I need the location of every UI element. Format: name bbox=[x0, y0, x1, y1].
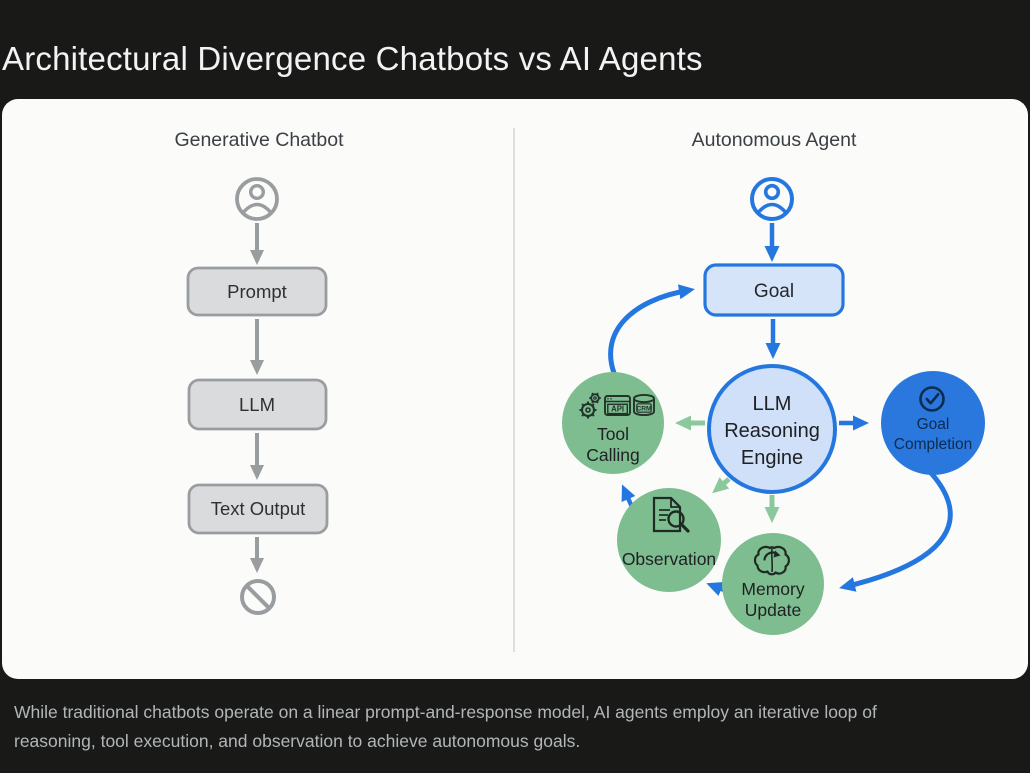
arrow-engine-to-observation bbox=[712, 477, 731, 494]
document-search-icon bbox=[652, 496, 690, 533]
slide-caption: While traditional chatbots operate on a … bbox=[14, 698, 1014, 756]
llm-node: LLM bbox=[187, 378, 328, 431]
goal-completion-label-line1: Goal bbox=[917, 416, 950, 433]
api-label: API bbox=[611, 405, 624, 414]
engine-label-line3: Engine bbox=[741, 447, 803, 469]
goal-label: Goal bbox=[754, 281, 794, 302]
text-output-label: Text Output bbox=[211, 498, 306, 519]
no-entry-icon bbox=[240, 579, 276, 615]
person-icon bbox=[750, 177, 794, 221]
crm-label: CRM bbox=[636, 405, 652, 412]
gears-icon bbox=[579, 392, 601, 419]
tool-calling-label-line1: Tool bbox=[597, 424, 629, 444]
goal-completion-label-line2: Completion bbox=[894, 436, 972, 453]
engine-label-line2: Reasoning bbox=[724, 420, 820, 442]
tool-calling-label-line2: Calling bbox=[586, 445, 640, 465]
prompt-label: Prompt bbox=[227, 281, 287, 302]
goal-completion-node: Goal Completion bbox=[881, 371, 985, 475]
memory-update-node: Memory Update bbox=[722, 533, 824, 635]
llm-label: LLM bbox=[239, 394, 275, 415]
person-icon bbox=[235, 177, 279, 221]
memory-update-label-line2: Update bbox=[745, 600, 801, 620]
crm-database-icon: CRM bbox=[633, 393, 655, 417]
loop-arrow-memory-to-observation bbox=[706, 581, 725, 596]
observation-node: Observation bbox=[617, 488, 721, 592]
chatbot-heading: Generative Chatbot bbox=[174, 129, 344, 151]
caption-line-2: reasoning, tool execution, and observati… bbox=[14, 731, 581, 751]
memory-update-label-line1: Memory bbox=[741, 579, 804, 599]
text-output-node: Text Output bbox=[187, 483, 329, 535]
observation-label: Observation bbox=[622, 549, 716, 569]
loop-arrow-completion-to-memory bbox=[839, 471, 953, 592]
brain-refresh-icon bbox=[753, 545, 790, 576]
caption-line-1: While traditional chatbots operate on a … bbox=[14, 702, 877, 722]
loop-arrow-toolcalling-to-goal bbox=[608, 284, 695, 374]
tool-calling-node: API CRM Tool Calling bbox=[562, 372, 664, 474]
diagram-card: Generative Chatbot Prompt LLM Text Outpu… bbox=[2, 99, 1028, 679]
check-circle-icon bbox=[919, 386, 945, 412]
goal-node: Goal bbox=[703, 263, 845, 317]
prompt-node: Prompt bbox=[186, 266, 328, 317]
slide-title: Architectural Divergence Chatbots vs AI … bbox=[2, 40, 703, 77]
engine-label-line1: LLM bbox=[753, 393, 792, 415]
api-window-icon: API bbox=[604, 395, 631, 416]
agent-heading: Autonomous Agent bbox=[692, 129, 857, 151]
architecture-diagram: Generative Chatbot Prompt LLM Text Outpu… bbox=[174, 128, 985, 652]
llm-reasoning-engine-node: LLM Reasoning Engine bbox=[707, 364, 837, 494]
loop-arrow-observation-to-toolcalling bbox=[621, 484, 636, 508]
